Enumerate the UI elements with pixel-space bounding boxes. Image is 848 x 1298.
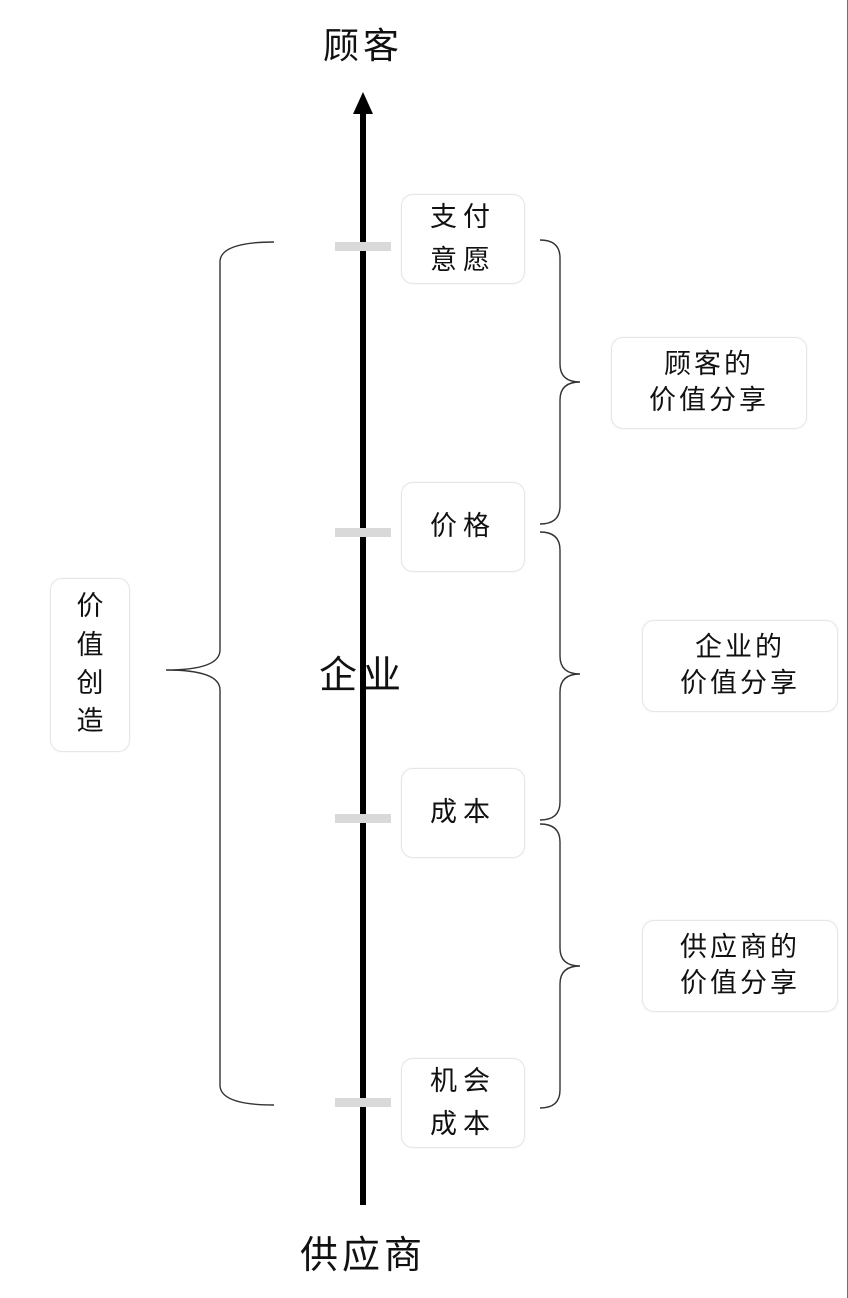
customer-share-brace [539,239,581,525]
level-box-line: 价格 [430,510,496,542]
share-box-line: 价值分享 [680,968,800,999]
level-box-willingness-to-pay: 支付 意愿 [401,194,525,284]
share-box-line: 供应商的 [680,931,800,963]
share-box-line: 价值分享 [680,668,800,699]
value-creation-char: 价 [76,591,104,623]
supplier-share-brace [539,823,581,1109]
level-box-opportunity-cost: 机会 成本 [401,1058,525,1148]
tick-opportunity-cost [335,1098,391,1107]
value-creation-brace [165,241,275,1106]
value-creation-char: 创 [76,668,104,699]
tick-cost [335,814,391,823]
share-box-firm: 企业的 价值分享 [642,620,838,712]
share-box-line: 价值分享 [649,385,769,416]
level-box-line: 成本 [430,1109,496,1140]
share-box-line: 顾客的 [664,348,754,380]
firm-share-brace [539,531,581,821]
value-creation-char: 造 [76,706,104,738]
tick-price [335,528,391,537]
share-box-customer: 顾客的 价值分享 [611,337,807,429]
level-box-line: 成本 [430,796,496,828]
level-box-line: 支付 [430,201,496,233]
share-box-supplier: 供应商的 价值分享 [642,920,838,1012]
top-label-customer: 顾客 [322,26,403,67]
level-box-cost: 成本 [401,768,525,858]
center-label-firm: 企业 [318,653,407,697]
axis-arrow-head [353,92,373,114]
level-box-line: 意愿 [430,245,496,276]
value-creation-box: 价 值 创 造 [50,578,130,752]
share-box-line: 企业的 [695,631,785,663]
bottom-label-supplier: 供应商 [299,1233,426,1277]
tick-willingness-to-pay [335,242,391,251]
level-box-line: 机会 [430,1065,496,1097]
value-creation-char: 值 [76,629,104,661]
level-box-price: 价格 [401,482,525,572]
